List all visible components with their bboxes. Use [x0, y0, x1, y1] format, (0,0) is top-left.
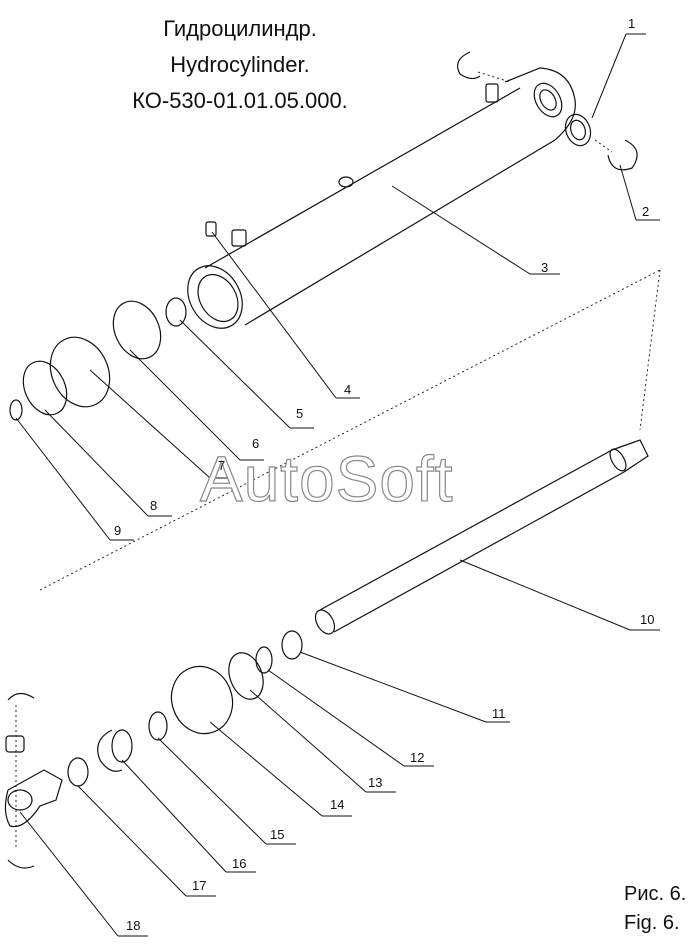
callout-13: 13	[368, 775, 383, 790]
callout-11: 11	[492, 706, 506, 721]
callout-7: 7	[218, 458, 226, 473]
nut-part-5	[165, 297, 187, 327]
figure-label-en: Fig. 6.	[624, 912, 680, 934]
callout-6: 6	[252, 436, 260, 451]
title-en: Hydrocylinder.	[170, 52, 310, 77]
gland-part-14	[170, 665, 234, 735]
ring-part-9	[9, 399, 23, 421]
callout-4: 4	[344, 382, 352, 397]
rod-eye-part-18	[4, 692, 63, 869]
callout-3: 3	[541, 260, 549, 275]
callout-5: 5	[296, 406, 304, 421]
ring-part-16	[111, 729, 133, 763]
part-11	[281, 630, 303, 660]
callout-15: 15	[270, 827, 285, 842]
part-12	[255, 646, 273, 674]
bushing-part-1	[564, 113, 592, 147]
callout-10: 10	[640, 612, 655, 627]
callout-9: 9	[114, 523, 122, 538]
callout-17: 17	[192, 878, 207, 893]
cylinder-body	[187, 67, 576, 329]
piston-rod-part-10	[314, 439, 649, 635]
callout-8: 8	[150, 498, 158, 513]
title-ru: Гидроцилиндр.	[163, 16, 317, 41]
ring-part-8	[22, 360, 68, 416]
callout-12: 12	[410, 750, 425, 765]
watermark: AutoSoft	[199, 442, 454, 515]
title-code: КО-530-01.01.05.000.	[132, 88, 348, 113]
callout-14: 14	[330, 797, 345, 812]
ring-part-6	[112, 300, 162, 360]
seal-part-13	[228, 652, 264, 700]
callout-18: 18	[126, 918, 141, 933]
piston-part-7	[49, 336, 111, 408]
figure-label-ru: Рис. 6.	[624, 883, 687, 905]
washer-part-17	[67, 757, 89, 787]
circlip-part-17	[97, 729, 123, 772]
callout-2: 2	[642, 204, 650, 219]
callout-16: 16	[232, 856, 247, 871]
circlip-top	[457, 51, 481, 80]
circlip-part-2	[607, 139, 638, 171]
ring-part-15	[148, 711, 168, 741]
callout-1: 1	[628, 16, 636, 31]
